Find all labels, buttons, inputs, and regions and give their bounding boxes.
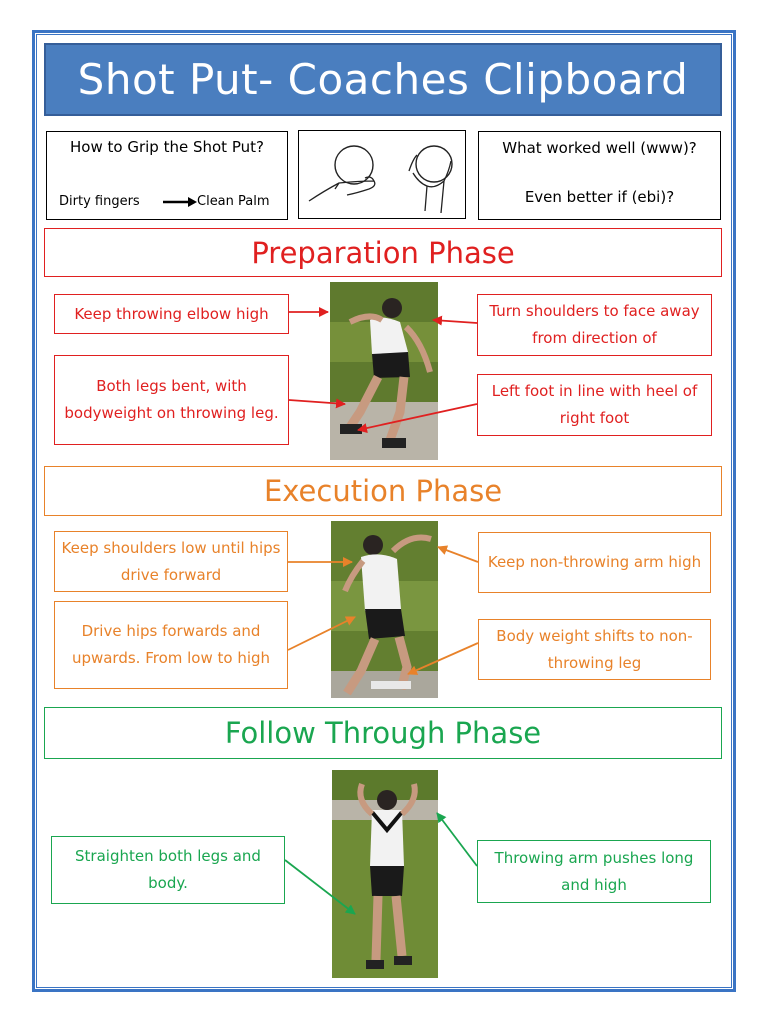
grip-illustration bbox=[298, 130, 466, 219]
prep-note-foot: Left foot in line with heel of right foo… bbox=[477, 374, 712, 436]
follow-note-legs: Straighten both legs and body. bbox=[51, 836, 285, 904]
execution-photo bbox=[331, 521, 438, 698]
preparation-heading: Preparation Phase bbox=[251, 235, 515, 270]
execution-heading-box: Execution Phase bbox=[44, 466, 722, 516]
prep-note-elbow: Keep throwing elbow high bbox=[54, 294, 289, 334]
grip-question: How to Grip the Shot Put? bbox=[70, 138, 264, 156]
execution-heading: Execution Phase bbox=[263, 474, 503, 508]
page-title: Shot Put- Coaches Clipboard bbox=[77, 55, 689, 104]
prep-note-legs: Both legs bent, with bodyweight on throw… bbox=[54, 355, 289, 445]
exec-note-weight: Body weight shifts to non-throwing leg bbox=[478, 619, 711, 680]
preparation-heading-box: Preparation Phase bbox=[44, 228, 722, 277]
follow-through-heading-box: Follow Through Phase bbox=[44, 707, 722, 759]
follow-through-photo bbox=[332, 770, 438, 978]
follow-through-heading: Follow Through Phase bbox=[224, 716, 542, 750]
prep-note-shoulders: Turn shoulders to face away from directi… bbox=[477, 294, 712, 356]
preparation-photo bbox=[330, 282, 438, 460]
ebi-prompt: Even better if (ebi)? bbox=[524, 188, 675, 206]
grip-from-label: Dirty fingers bbox=[59, 194, 140, 209]
exec-note-shoulders: Keep shoulders low until hips drive forw… bbox=[54, 531, 288, 592]
exec-note-hips: Drive hips forwards and upwards. From lo… bbox=[54, 601, 288, 689]
right-arrow-icon bbox=[163, 197, 197, 207]
page-border-inner bbox=[36, 34, 732, 988]
follow-note-arm: Throwing arm pushes long and high bbox=[477, 840, 711, 903]
exec-note-arm: Keep non-throwing arm high bbox=[478, 532, 711, 593]
reflection-box: What worked well (www)? Even better if (… bbox=[478, 131, 721, 220]
grip-question-box: How to Grip the Shot Put? Dirty fingers … bbox=[46, 131, 288, 220]
grip-to-label: Clean Palm bbox=[197, 194, 270, 209]
title-banner: Shot Put- Coaches Clipboard bbox=[44, 43, 722, 116]
page-border-outer bbox=[32, 30, 736, 992]
www-prompt: What worked well (www)? bbox=[502, 139, 697, 157]
